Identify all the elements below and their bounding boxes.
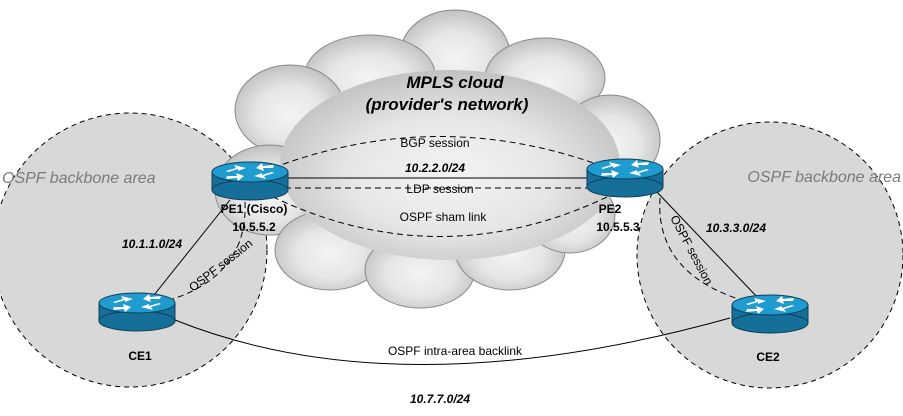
ce1-link-line (149, 199, 231, 301)
bgp-session-line (254, 136, 626, 176)
ce2-link-line (654, 189, 761, 301)
area-label-left: OSPF backbone area (2, 170, 156, 187)
ce1-net-label: 10.1.1.0/24 (122, 237, 182, 251)
backlink-label: OSPF intra-area backlink (388, 344, 523, 358)
ce2-net-label: 10.3.3.0/24 (706, 221, 766, 235)
pe1-ip: 10.5.5.2 (232, 220, 276, 234)
ce1-name: CE1 (128, 349, 152, 363)
cloud-title: MPLS cloud (406, 73, 504, 92)
pe1-name: PE1 (Cisco) (221, 202, 288, 216)
backlink-net-label: 10.7.7.0/24 (410, 392, 470, 406)
pe2-router-icon[interactable] (586, 158, 664, 198)
mpls-cloud (214, 9, 661, 309)
sham-link-label: OSPF sham link (400, 210, 488, 224)
ce2-name: CE2 (756, 350, 780, 364)
ldp-session-label: LDP session (406, 182, 473, 196)
ce2-router-icon[interactable] (731, 294, 809, 334)
ce1-ospf-line (169, 201, 246, 301)
ospf-area-right (636, 121, 903, 389)
pe2-name: PE2 (599, 202, 622, 216)
backlink-line (174, 317, 731, 365)
sham-link-line (254, 187, 626, 237)
area-label-right: OSPF backbone area (747, 169, 901, 186)
ce1-router-icon[interactable] (98, 292, 176, 332)
pe1-router-icon[interactable] (211, 161, 289, 201)
pe-net-label: 10.2.2.0/24 (405, 161, 465, 175)
cloud-subtitle: (provider's network) (366, 95, 529, 114)
ospf-area-left (0, 112, 268, 388)
pe2-ip: 10.5.5.3 (596, 220, 640, 234)
bgp-session-label: BGP session (400, 136, 469, 150)
